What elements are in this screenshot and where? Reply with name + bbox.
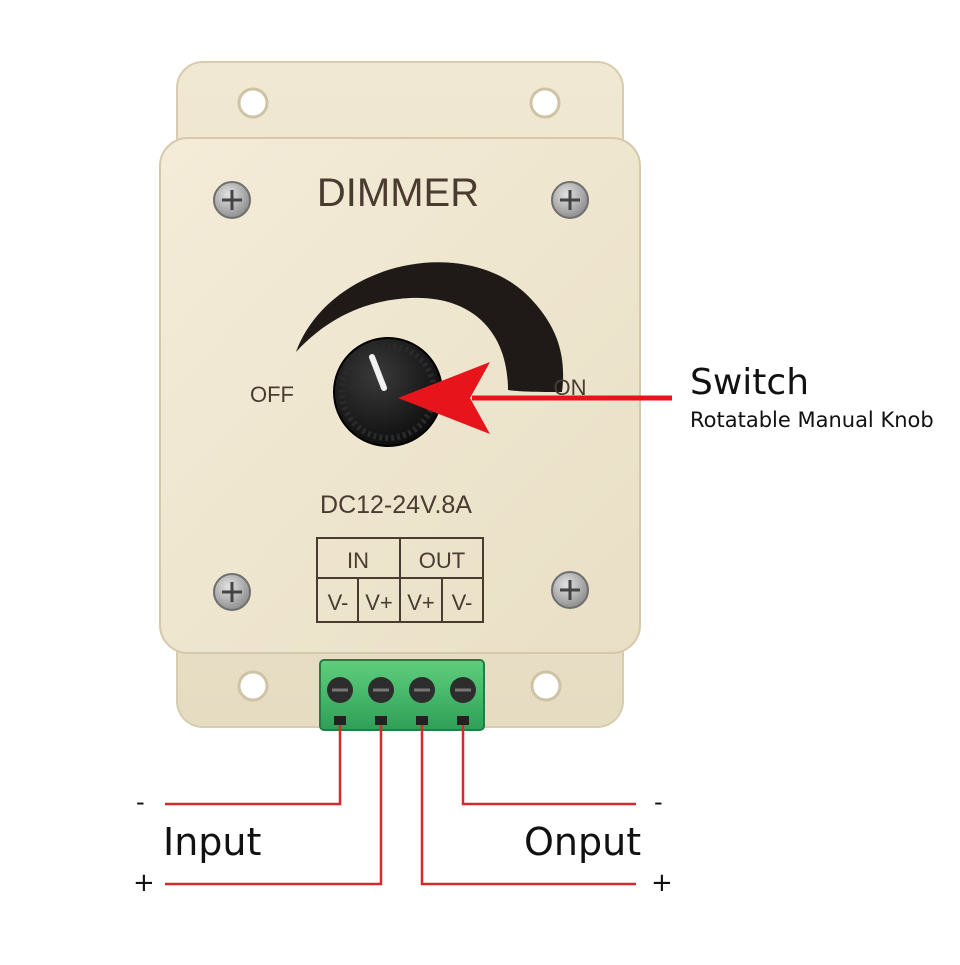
wire-input-minus [165,725,342,806]
terminal-block [319,659,485,731]
screw-icon [551,181,589,219]
wire-input-plus [165,725,383,886]
output-plus-sign: + [651,868,673,898]
callout-arrow-icon [398,362,672,434]
table-header-in: IN [347,548,369,573]
pin-label-1: V- [328,590,349,615]
wire-output-minus [461,725,636,806]
terminal-screw-icon [450,677,476,703]
pin-label-3: V+ [407,590,435,615]
callout-subtitle: Rotatable Manual Knob [690,408,934,432]
input-minus-sign: - [136,788,145,816]
wire-output-plus [420,725,636,886]
terminal-table [316,537,484,623]
input-plus-sign: + [133,868,155,898]
terminal-screw-icon [327,677,353,703]
mounting-hole-bottom-right [530,670,562,702]
mounting-hole-bottom-left [237,670,269,702]
terminal-screw-icon [368,677,394,703]
pin-label-2: V+ [365,590,393,615]
wiring-lines [165,725,636,886]
mounting-hole-top-right [529,87,561,119]
device-title: DIMMER [317,171,479,215]
level-arc [296,262,564,392]
output-label: Onput [524,820,642,864]
rating-label: DC12-24V.8A [320,491,472,519]
screw-icon [551,571,589,609]
off-label: OFF [250,382,294,407]
input-label: Input [163,820,262,864]
screw-icon [213,181,251,219]
mounting-hole-top-left [237,87,269,119]
pin-label-4: V- [452,590,473,615]
knob-indicator [369,354,387,391]
table-header-out: OUT [419,548,465,573]
screw-icon [213,573,251,611]
callout-title: Switch [690,362,810,403]
terminal-screw-icon [409,677,435,703]
output-minus-sign: - [654,788,663,816]
